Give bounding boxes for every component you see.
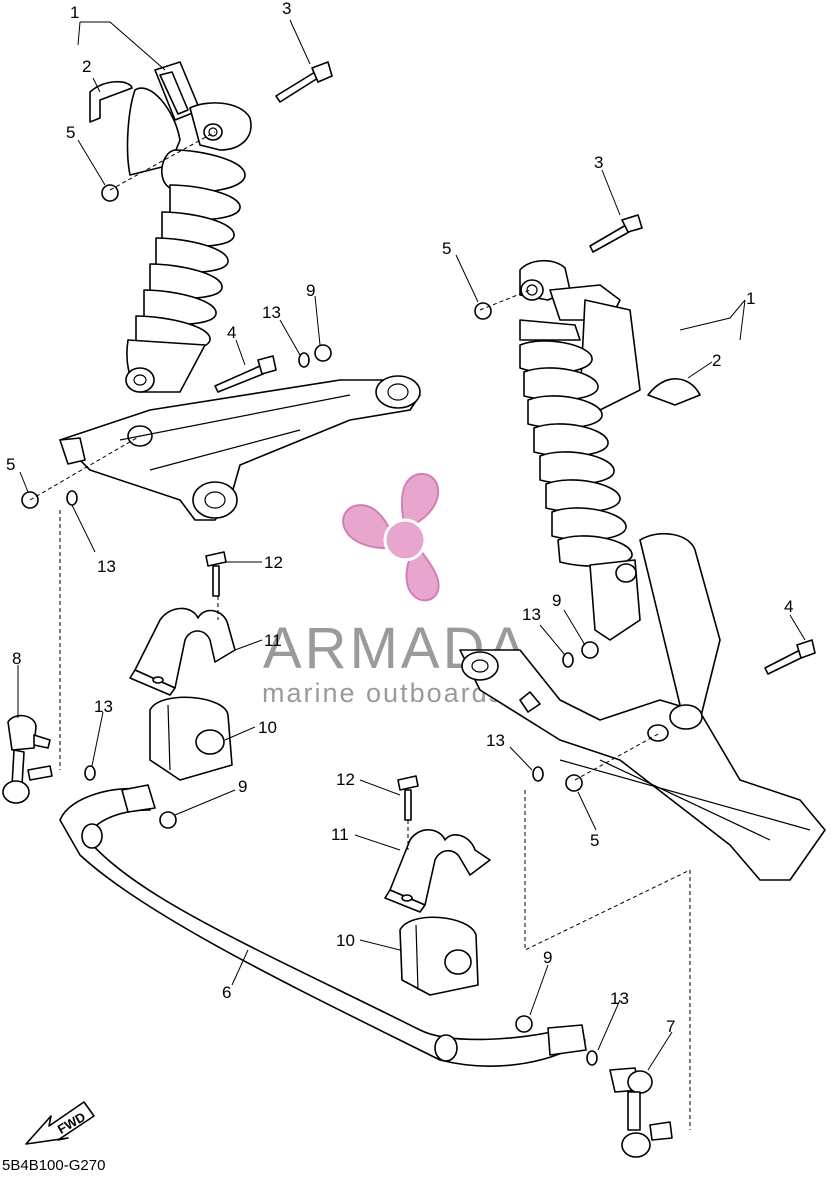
bolt-3b (589, 214, 643, 253)
bolt-3a (275, 61, 333, 103)
callout-c5b: 5 (6, 455, 15, 474)
stabilizer-bracket-upper (129, 607, 236, 696)
left-lower-arm (59, 375, 421, 521)
callout-c2b: 2 (712, 351, 721, 370)
callout-c2a: 2 (82, 57, 91, 76)
callout-c1a: 1 (70, 3, 79, 22)
callout-c9a: 9 (306, 281, 315, 300)
stabilizer-link-right (609, 1067, 673, 1158)
callout-c13b: 13 (97, 557, 116, 576)
diagram-code: 5B4B100-G270 (2, 1157, 105, 1173)
callout-c4b: 4 (784, 597, 793, 616)
propeller-icon (341, 472, 440, 602)
callout-c13c: 13 (94, 697, 113, 716)
callout-c10a: 10 (258, 718, 277, 737)
assembly-lines (29, 131, 691, 1130)
bolt-4b (764, 639, 816, 675)
callout-c12b: 12 (336, 770, 355, 789)
callout-c3b: 3 (594, 153, 603, 172)
bolt-12a (205, 551, 227, 597)
callout-c12a: 12 (264, 553, 283, 572)
bushing-lower (399, 916, 479, 996)
stabilizer-link-left (2, 714, 53, 804)
callout-c5d: 5 (590, 831, 599, 850)
right-shock-spring (519, 340, 633, 567)
callout-c8: 8 (12, 649, 21, 668)
callout-c6: 6 (222, 983, 231, 1002)
callout-c13e: 13 (486, 731, 505, 750)
callout-c1b: 1 (746, 289, 755, 308)
callout-c5a: 5 (66, 123, 75, 142)
callout-c5c: 5 (442, 239, 451, 258)
callout-c3a: 3 (282, 0, 291, 18)
left-shock-absorber (89, 61, 252, 393)
right-lower-arm (459, 532, 826, 881)
callout-c4a: 4 (227, 323, 236, 342)
callout-c13d: 13 (522, 605, 541, 624)
callout-c9c: 9 (552, 591, 561, 610)
stabilizer-bar (59, 784, 587, 1067)
callout-c10b: 10 (336, 931, 355, 950)
right-shock-absorber (519, 259, 701, 641)
bolt-4a (214, 355, 277, 393)
stabilizer-bracket-lower (384, 829, 491, 913)
fwd-arrow: FWD (25, 1101, 95, 1145)
nuts-and-washers (21, 184, 599, 1066)
callout-c13a: 13 (262, 303, 281, 322)
leader-lines (17, 19, 806, 1071)
bolt-12b (397, 775, 419, 821)
callout-c7: 7 (666, 1017, 675, 1036)
callout-c13f: 13 (610, 989, 629, 1008)
callout-c9d: 9 (543, 948, 552, 967)
shock-spring (135, 149, 246, 352)
callout-c9b: 9 (238, 777, 247, 796)
callout-c11b: 11 (331, 825, 349, 844)
bushing-upper (149, 696, 233, 781)
callout-c11a: 11 (264, 631, 282, 650)
watermark-subtitle: marine outboards (262, 678, 504, 708)
